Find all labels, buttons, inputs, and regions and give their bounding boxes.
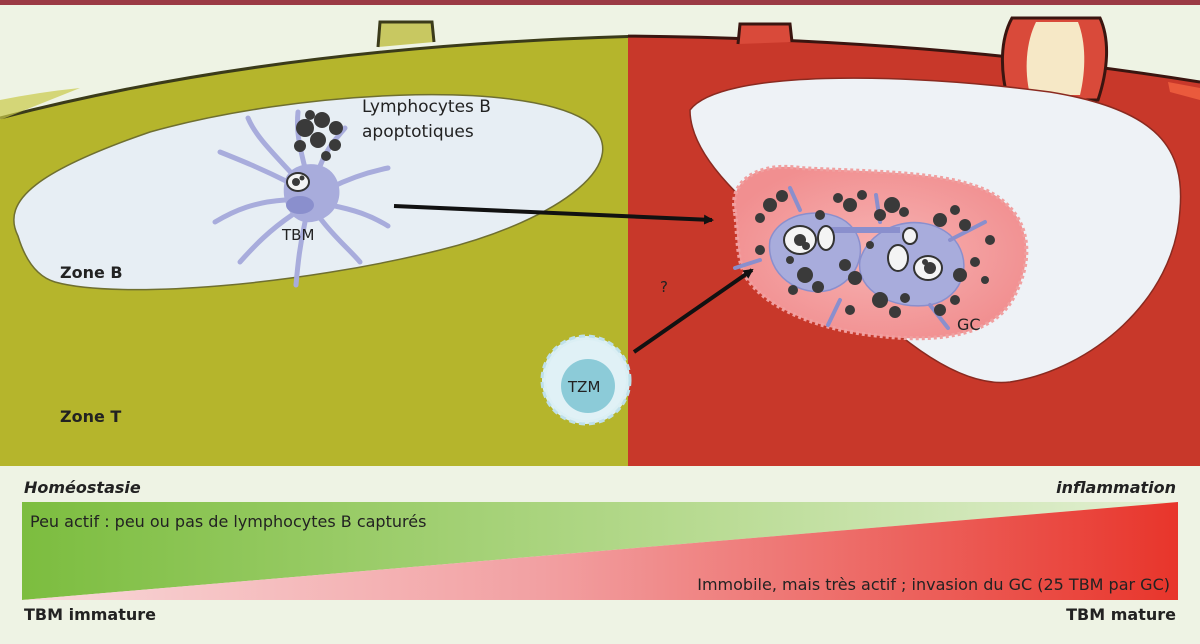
tbm-immature-label: TBM immature (24, 605, 156, 624)
tbm-mature-label: TBM mature (1066, 605, 1176, 624)
homeostasis-label: Homéostasie (24, 478, 141, 497)
top-rule (0, 0, 1200, 5)
mature-gradient-wedge (22, 502, 1178, 600)
zone-b-label: Zone B (60, 263, 123, 282)
inflammation-label: inflammation (1056, 478, 1176, 497)
apoptotic-b-cells (294, 110, 343, 161)
tzm-label: TZM (567, 378, 600, 396)
germinal-center (732, 164, 1029, 341)
gc-label: GC (957, 315, 981, 334)
zone-t-label: Zone T (60, 407, 121, 426)
tzm-arrow (632, 268, 754, 354)
tbm-cell (212, 109, 391, 288)
apoptotic-b-label-1: Lymphocytes B (362, 97, 491, 117)
tbm-arrow (393, 204, 714, 225)
question-mark: ? (660, 278, 668, 296)
tzm-cell (540, 334, 632, 426)
tbm-label: TBM (281, 226, 314, 244)
apoptotic-b-label-2: apoptotiques (362, 122, 474, 142)
top-bar-text: Peu actif : peu ou pas de lymphocytes B … (30, 512, 426, 531)
bottom-bar-text: Immobile, mais très actif ; invasion du … (697, 575, 1170, 594)
